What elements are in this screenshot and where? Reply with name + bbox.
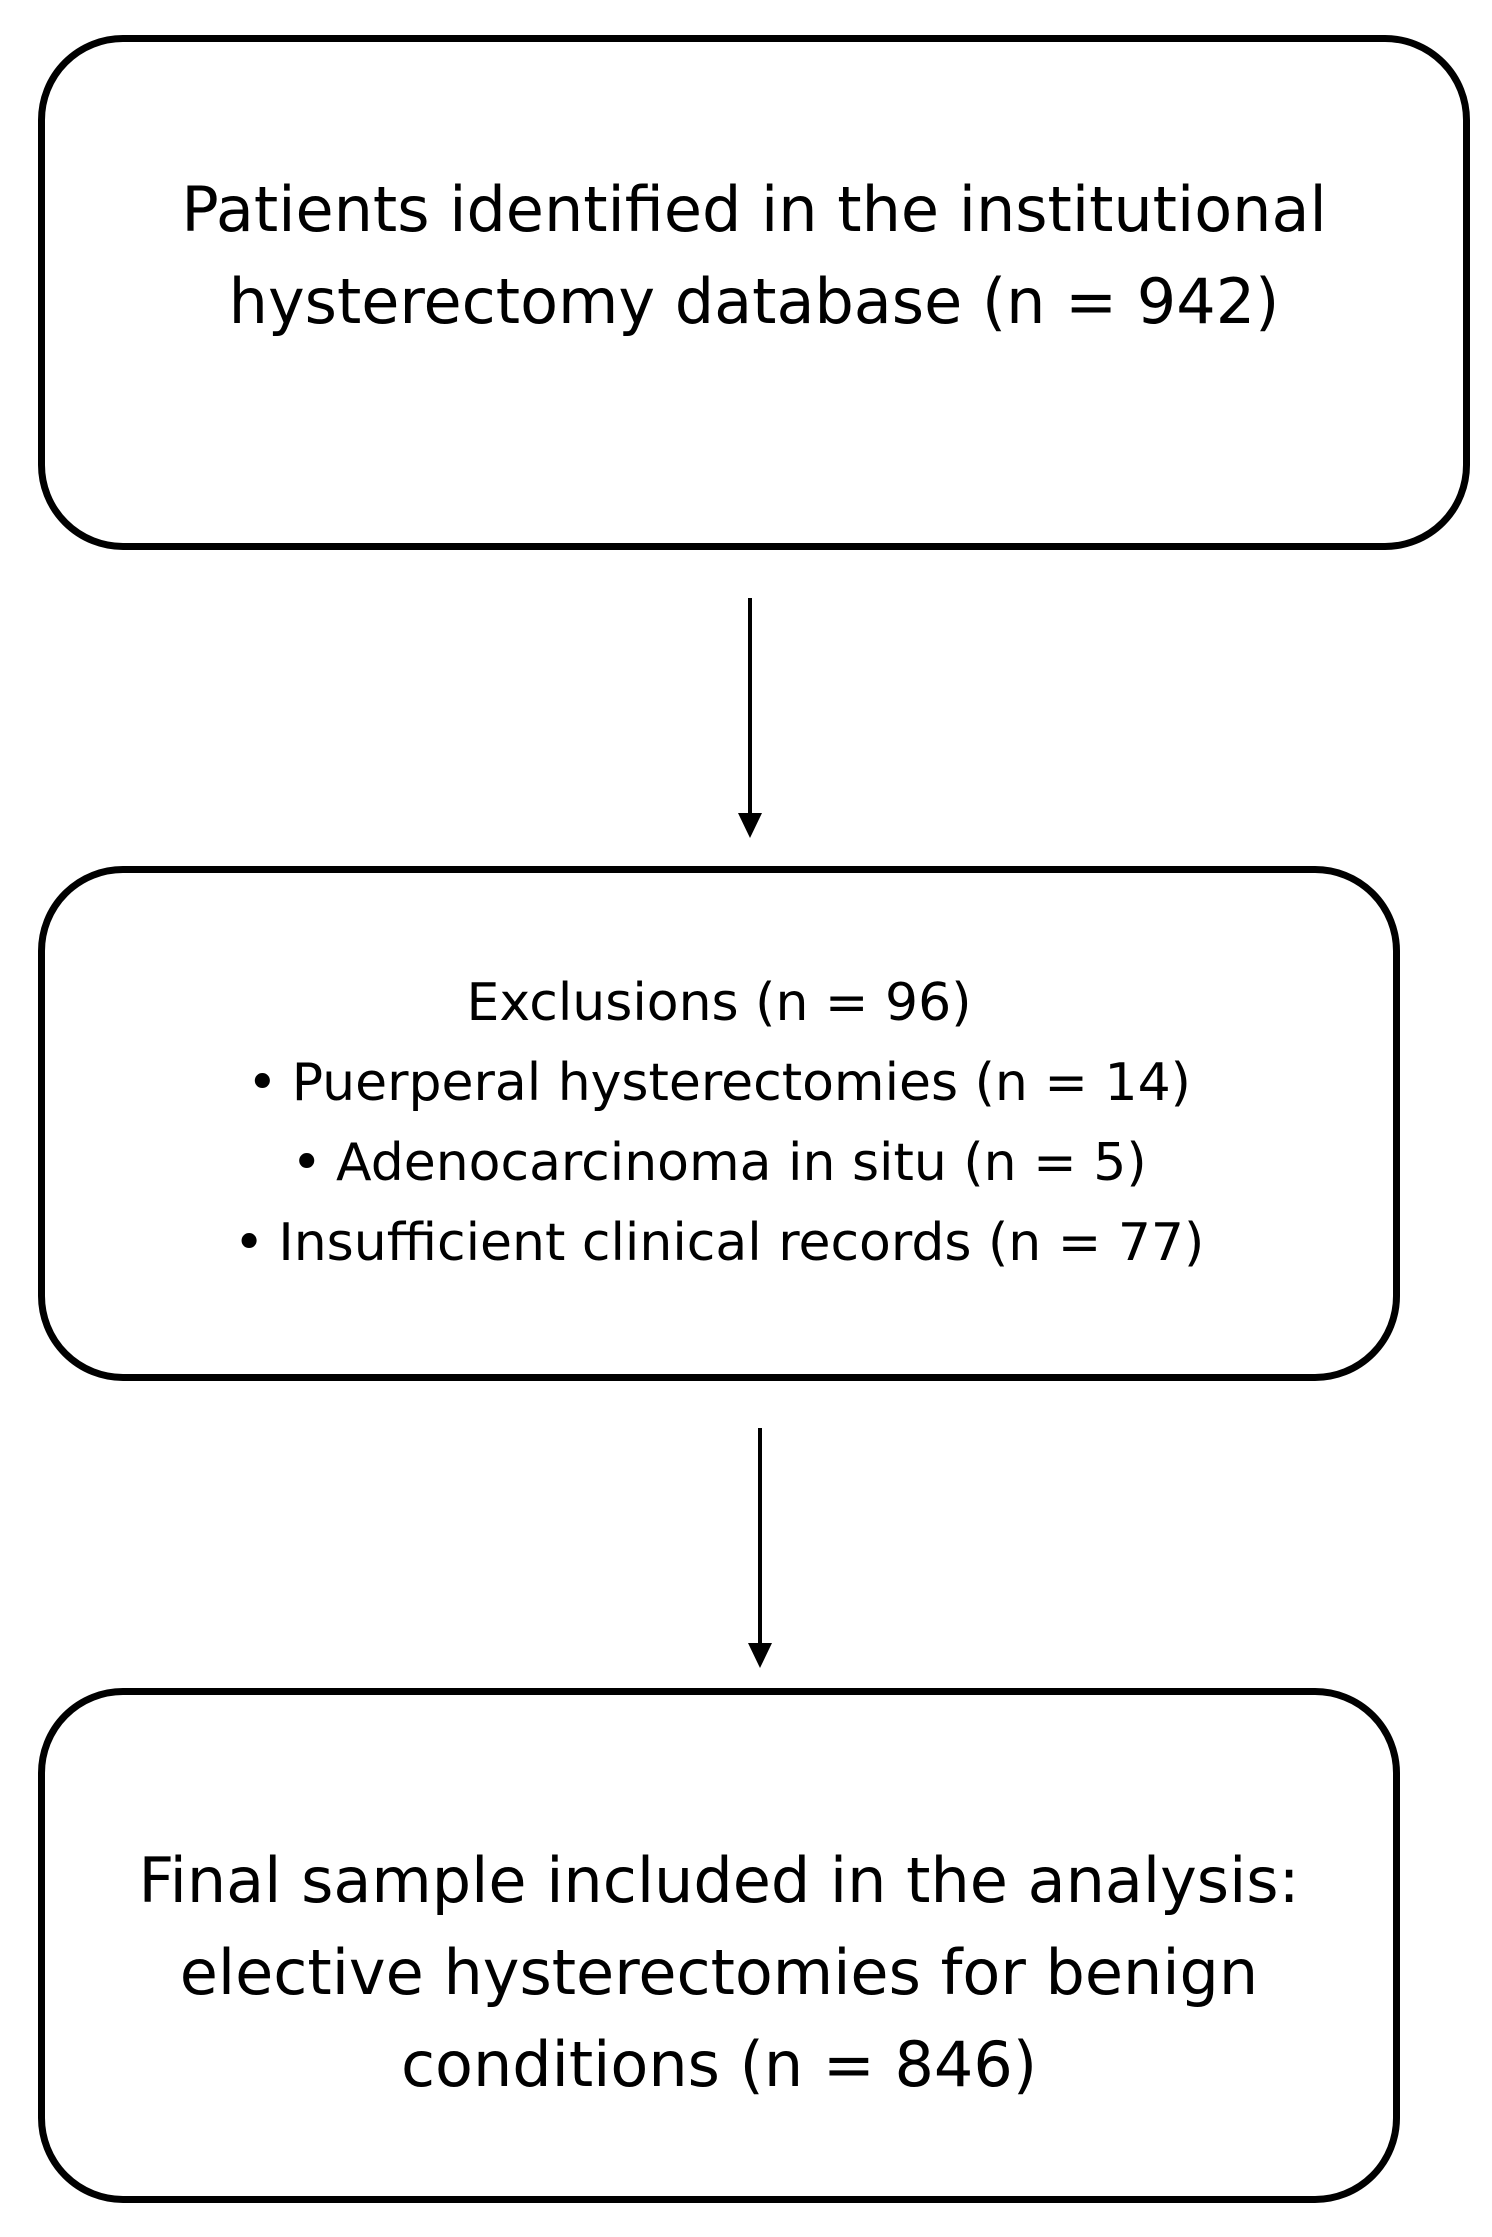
final-sample-text: Final sample included in the analysis: e…	[65, 1835, 1373, 2111]
identified-patients-line-2: hysterectomy database (n = 942)	[228, 265, 1280, 338]
final-sample-line-3: conditions (n = 846)	[400, 2028, 1038, 2101]
exclusions-heading: Exclusions (n = 96)	[466, 973, 972, 1033]
final-sample-line-1: Final sample included in the analysis:	[138, 1844, 1300, 1917]
exclusion-item-label: Adenocarcinoma in situ (n = 5)	[336, 1133, 1147, 1193]
exclusion-item: •Insufficient clinical records (n = 77)	[65, 1203, 1373, 1283]
arrow-down-icon	[748, 1428, 772, 1668]
identified-patients-line-1: Patients identified in the institutional	[181, 173, 1327, 246]
final-sample-line-2: elective hysterectomies for benign	[179, 1936, 1259, 2009]
exclusion-item-label: Insufficient clinical records (n = 77)	[278, 1213, 1205, 1273]
exclusion-item-label: Puerperal hysterectomies (n = 14)	[291, 1053, 1191, 1113]
exclusion-item: •Puerperal hysterectomies (n = 14)	[65, 1043, 1373, 1123]
exclusions-text: Exclusions (n = 96) •Puerperal hysterect…	[65, 963, 1373, 1283]
bullet-icon: •	[233, 1213, 265, 1273]
exclusions-box: Exclusions (n = 96) •Puerperal hysterect…	[38, 866, 1400, 1381]
bullet-icon: •	[291, 1133, 323, 1193]
identified-patients-box: Patients identified in the institutional…	[38, 35, 1470, 550]
identified-patients-text: Patients identified in the institutional…	[65, 164, 1443, 348]
exclusion-item: •Adenocarcinoma in situ (n = 5)	[65, 1123, 1373, 1203]
final-sample-box: Final sample included in the analysis: e…	[38, 1688, 1400, 2203]
arrow-down-icon	[738, 598, 762, 838]
bullet-icon: •	[247, 1053, 278, 1113]
